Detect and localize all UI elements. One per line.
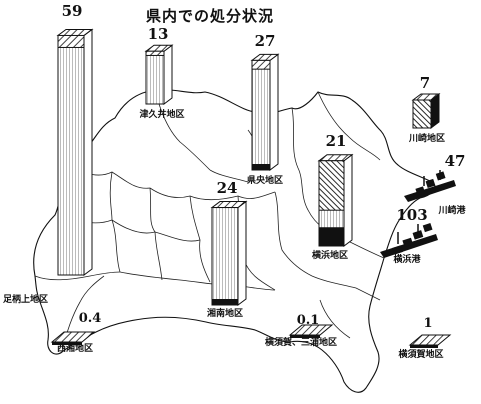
- value-label: 1: [423, 316, 432, 331]
- bar-segment: [318, 160, 345, 211]
- value-label: 103: [396, 206, 427, 224]
- bar-side: [83, 28, 93, 276]
- bar-4: [317, 153, 354, 247]
- category-label: 横浜港: [393, 253, 421, 265]
- bar-front: [290, 335, 320, 338]
- bar-cap: [145, 50, 165, 56]
- bar-front: [211, 207, 239, 306]
- value-label: 21: [326, 132, 347, 150]
- bar-top: [408, 334, 452, 346]
- chart-title: 県内での処分状況: [146, 7, 274, 25]
- ship-icon: [404, 170, 456, 202]
- bar-2: [250, 53, 280, 171]
- bar-3: [210, 200, 248, 306]
- bars-layer: [50, 28, 452, 348]
- bar-0: [56, 28, 94, 276]
- bar-front: [145, 50, 165, 105]
- value-label: 0.4: [79, 311, 102, 326]
- category-label: 横浜地区: [312, 249, 348, 261]
- bar-front: [410, 345, 438, 348]
- bar-side: [237, 200, 247, 306]
- bar-top: [50, 331, 96, 343]
- category-label: 川崎地区: [408, 132, 445, 144]
- category-label: 津久井地区: [139, 108, 184, 120]
- bar-base: [252, 164, 270, 170]
- value-label: 13: [148, 25, 169, 43]
- bar-front: [412, 99, 432, 129]
- bar-5: [411, 93, 441, 129]
- bar-cap: [57, 34, 85, 48]
- bar-top: [411, 93, 441, 101]
- bar-side: [163, 44, 173, 105]
- value-label: 24: [217, 179, 238, 197]
- bar-9: [288, 324, 334, 338]
- category-label: 西湘地区: [57, 342, 93, 354]
- value-label: 7: [420, 74, 430, 92]
- bar-segment: [319, 227, 344, 246]
- category-label: 足柄上地区: [3, 293, 48, 305]
- value-label: 47: [445, 152, 466, 170]
- bar-front: [52, 342, 82, 345]
- value-label: 59: [62, 2, 83, 20]
- category-label: 横須賀、三浦地区: [265, 336, 337, 348]
- category-label: 川崎港: [437, 204, 466, 216]
- category-label: 横須賀地区: [398, 348, 443, 360]
- bar-cap: [251, 59, 271, 70]
- bar-front: [251, 59, 271, 171]
- bar-8: [50, 331, 96, 345]
- bar-1: [144, 44, 174, 105]
- ship-icon: [380, 222, 438, 258]
- bar-front: [57, 34, 85, 276]
- category-label: 湘南地区: [207, 307, 243, 319]
- bar-top: [210, 201, 248, 209]
- bar-side: [343, 153, 353, 247]
- value-label: 0.1: [297, 313, 320, 328]
- bar-base: [212, 299, 238, 305]
- bar-10: [408, 334, 452, 348]
- bar-side: [269, 53, 279, 171]
- value-label: 27: [255, 32, 276, 50]
- category-label: 県央地区: [247, 174, 283, 186]
